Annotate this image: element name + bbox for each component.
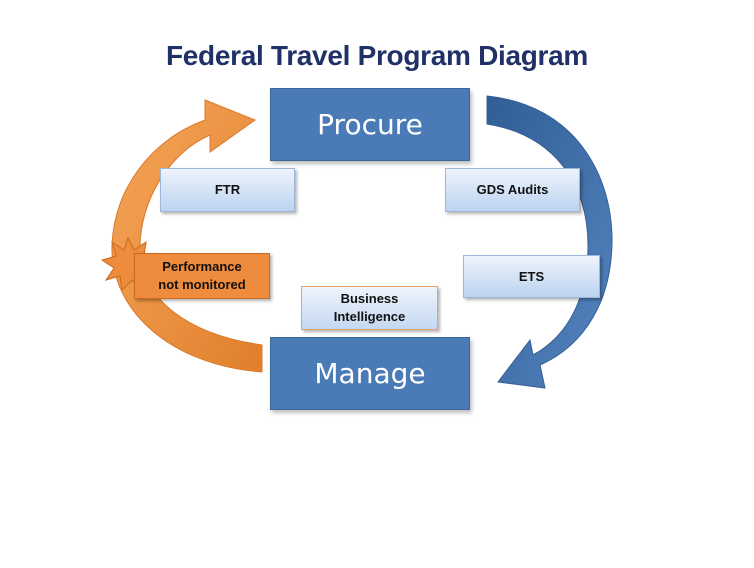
performance-label-line2: not monitored [158,277,246,292]
ftr-box: FTR [160,168,295,212]
blue-cycle-arrow [486,95,613,389]
manage-box: Manage [270,337,470,410]
procure-label: Procure [317,108,423,141]
performance-box: Performance not monitored [134,253,270,299]
diagram-title: Federal Travel Program Diagram [165,40,589,71]
business-intelligence-box: Business Intelligence [301,286,438,330]
ftr-label: FTR [214,182,241,198]
procure-box: Procure [270,88,470,161]
gds-audits-label: GDS Audits [476,182,549,198]
ets-label: ETS [518,268,545,284]
bi-label-line2: Intelligence [333,309,406,324]
bi-label-line1: Business [340,291,399,307]
manage-label: Manage [314,357,426,390]
ets-box: ETS [463,255,600,298]
orange-cycle-arrow [111,99,263,373]
performance-label-line1: Performance [162,259,242,275]
gds-audits-box: GDS Audits [445,168,580,212]
